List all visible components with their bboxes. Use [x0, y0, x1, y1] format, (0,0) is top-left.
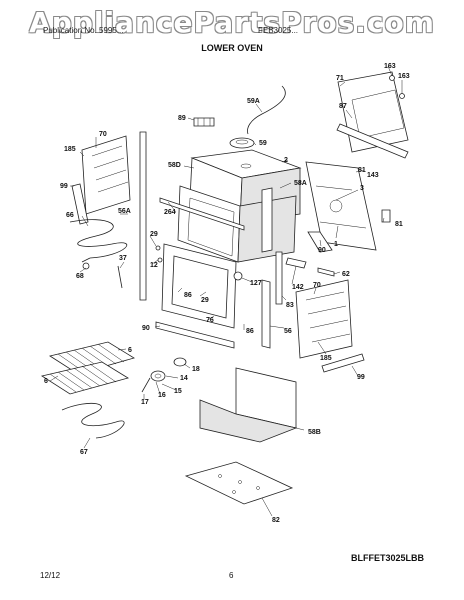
callout-3: 3: [360, 185, 364, 192]
callout-87: 87: [339, 103, 347, 110]
side-rail-56[interactable]: [261, 279, 271, 349]
bottom-panel-82[interactable]: [184, 461, 294, 505]
wire-tube-59A[interactable]: [247, 85, 286, 135]
callout-70: 70: [99, 131, 107, 138]
callout-71: 71: [336, 75, 344, 82]
callout-81: 81: [395, 221, 403, 228]
callout-16: 16: [158, 392, 166, 399]
callout-58d: 58D: [168, 162, 181, 169]
callout-59: 59: [259, 140, 267, 147]
clip-68[interactable]: [82, 262, 90, 270]
callout-2: 2: [284, 157, 288, 164]
callout-17: 17: [141, 399, 149, 406]
callout-99: 99: [60, 183, 68, 190]
page-number: 6: [229, 571, 234, 580]
bracket-89[interactable]: [193, 117, 215, 127]
broiler-pan-58B[interactable]: [199, 367, 298, 443]
callout-89: 89: [178, 115, 186, 122]
duct-1[interactable]: [307, 231, 333, 253]
callout-66: 66: [66, 212, 74, 219]
callout-12: 12: [150, 262, 158, 269]
callout-1: 1: [334, 241, 338, 248]
callout-6: 6: [128, 347, 132, 354]
callout-56a: 56A: [118, 208, 131, 215]
callout-62: 62: [342, 271, 350, 278]
callout-58a: 58A: [294, 180, 307, 187]
page-title: LOWER OVEN: [201, 43, 263, 53]
vent-collar-59[interactable]: [229, 137, 255, 149]
callout-70: 70: [313, 282, 321, 289]
callout-37: 37: [119, 255, 127, 262]
callout-18: 18: [192, 366, 200, 373]
callout-29: 29: [150, 231, 158, 238]
footer-date: 12/12: [40, 571, 61, 580]
callout-29: 29: [201, 297, 209, 304]
callout-14: 14: [180, 375, 188, 382]
rear-control-panel[interactable]: [305, 161, 377, 251]
callout-163: 163: [384, 63, 396, 70]
side-trim-58A[interactable]: [261, 187, 273, 253]
callout-86: 86: [184, 292, 192, 299]
callout-163: 163: [398, 73, 410, 80]
rail-99-left[interactable]: [71, 183, 89, 225]
trim-83[interactable]: [275, 251, 283, 305]
callout-99: 99: [357, 374, 365, 381]
side-panel-70-left[interactable]: [81, 135, 131, 215]
callout-82: 82: [272, 517, 280, 524]
callout-58b: 58B: [308, 429, 321, 436]
callout-6: 6: [44, 378, 48, 385]
oven-rack-6[interactable]: [40, 341, 135, 395]
door-frame-86[interactable]: [161, 243, 237, 329]
part-62[interactable]: [317, 267, 335, 277]
callout-76: 76: [206, 317, 214, 324]
screw-12[interactable]: [157, 257, 163, 263]
callout-81: 81: [358, 167, 366, 174]
bracket-142[interactable]: [285, 257, 307, 269]
bake-element-66[interactable]: [69, 219, 128, 263]
lamp-127[interactable]: [233, 271, 243, 281]
callout-143: 143: [367, 172, 379, 179]
callout-67: 67: [80, 449, 88, 456]
callout-127: 127: [250, 280, 262, 287]
broil-element-67[interactable]: [61, 402, 125, 439]
callout-185: 185: [320, 355, 332, 362]
callout-68: 68: [76, 273, 84, 280]
callout-15: 15: [174, 388, 182, 395]
rail-99-right[interactable]: [321, 353, 365, 373]
screw-29[interactable]: [155, 245, 161, 251]
side-rail-56A[interactable]: [139, 131, 147, 301]
model-code: BLFFET3025LBB: [351, 553, 425, 563]
model-header: FEB3025...: [258, 26, 299, 35]
callout-56: 56: [284, 328, 292, 335]
leader-lines: [49, 65, 403, 517]
callout-90: 90: [318, 247, 326, 254]
callout-90: 90: [142, 325, 150, 332]
callout-59a: 59A: [247, 98, 260, 105]
publication-number: Publication No. 5995...: [43, 26, 124, 35]
callout-185: 185: [64, 146, 76, 153]
callout-86: 86: [246, 328, 254, 335]
rod-37[interactable]: [117, 265, 123, 289]
lower-trim-90[interactable]: [155, 321, 235, 349]
side-panel-70-right[interactable]: [295, 279, 353, 359]
trim-strip-264[interactable]: [159, 197, 245, 231]
callout-83: 83: [286, 302, 294, 309]
rail-87[interactable]: [336, 123, 409, 159]
callout-142: 142: [292, 284, 304, 291]
knob-assembly[interactable]: [141, 357, 187, 393]
watermark: AppliancePartsPros.com: [29, 6, 435, 39]
callout-264: 264: [164, 209, 176, 216]
